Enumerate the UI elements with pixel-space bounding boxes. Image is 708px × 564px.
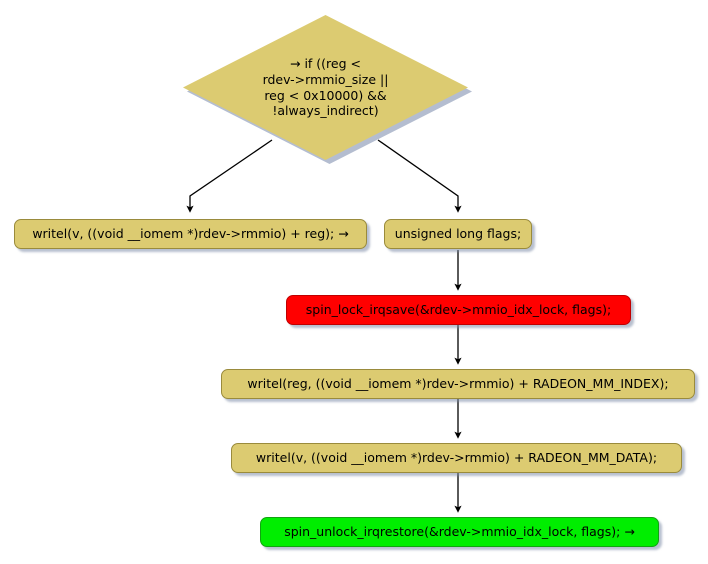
node-spin-lock-label: spin_lock_irqsave(&rdev->mmio_idx_lock, … — [305, 301, 612, 317]
node-flags-decl-label: unsigned long flags; — [394, 225, 522, 241]
node-spin-lock[interactable]: spin_lock_irqsave(&rdev->mmio_idx_lock, … — [286, 295, 631, 325]
node-condition-label: → if ((reg < rdev->rmmio_size || reg < 0… — [262, 56, 389, 119]
node-write-data[interactable]: writel(v, ((void __iomem *)rdev->rmmio) … — [231, 443, 682, 473]
node-spin-unlock-label: spin_unlock_irqrestore(&rdev->mmio_idx_l… — [284, 523, 635, 539]
node-write-data-label: writel(v, ((void __iomem *)rdev->rmmio) … — [255, 449, 658, 465]
node-direct-write-label: writel(v, ((void __iomem *)rdev->rmmio) … — [32, 225, 349, 241]
node-spin-unlock[interactable]: spin_unlock_irqrestore(&rdev->mmio_idx_l… — [260, 517, 659, 547]
node-write-index-label: writel(reg, ((void __iomem *)rdev->rmmio… — [247, 375, 669, 391]
node-write-index[interactable]: writel(reg, ((void __iomem *)rdev->rmmio… — [221, 369, 695, 399]
node-flags-decl[interactable]: unsigned long flags; — [384, 219, 532, 249]
node-direct-write[interactable]: writel(v, ((void __iomem *)rdev->rmmio) … — [14, 219, 367, 249]
node-condition[interactable]: → if ((reg < rdev->rmmio_size || reg < 0… — [183, 15, 472, 164]
